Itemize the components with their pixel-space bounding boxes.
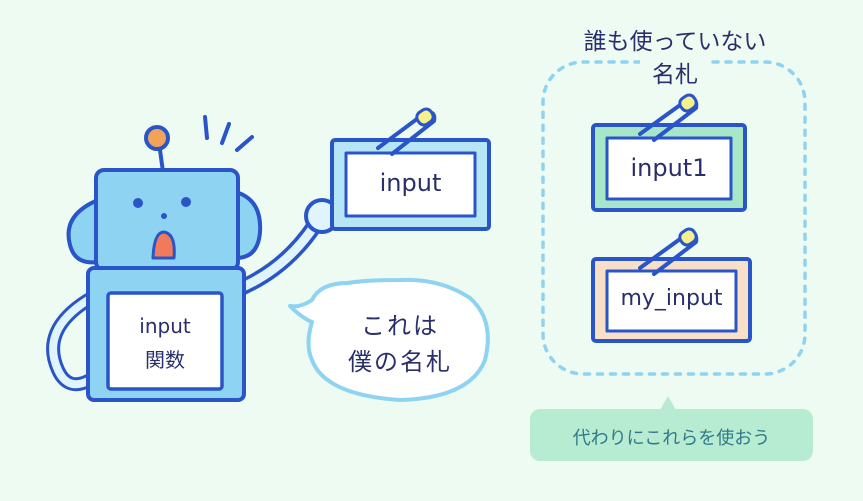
unused-tags-group — [541, 58, 807, 376]
hint-note-text: 代わりにこれらを使おう — [572, 428, 771, 449]
robot-right-eye — [181, 197, 191, 207]
held-tag-label: input — [379, 169, 442, 197]
paperclip-icon — [638, 227, 699, 276]
speech-bubble — [288, 277, 490, 402]
speech-bubble-line1: これは — [361, 312, 439, 340]
robot-left-ear — [66, 198, 100, 265]
robot — [46, 115, 340, 402]
name-tag-label-my-input: my_input — [620, 286, 723, 311]
excitement-mark-2 — [220, 122, 231, 145]
unused-group-title-line2: 名札 — [652, 62, 698, 88]
excitement-mark-1 — [203, 115, 209, 140]
robot-body-label-line1: input — [139, 314, 191, 338]
robot-body-label-plate — [106, 291, 224, 391]
robot-nose — [161, 213, 167, 219]
name-tag-input1 — [591, 93, 747, 212]
paperclip-icon — [638, 93, 699, 142]
hint-note — [530, 396, 813, 461]
name-tag-my-input — [591, 227, 752, 343]
robot-right-ear — [234, 190, 263, 260]
paperclip-icon — [376, 107, 437, 156]
robot-antenna-ball — [144, 125, 170, 151]
robot-mouth — [151, 230, 176, 260]
robot-left-eye — [133, 198, 143, 208]
unused-group-title-line1: 誰も使っていない — [583, 29, 767, 55]
held-name-tag — [330, 107, 491, 231]
speech-bubble-line2: 僕の名札 — [348, 348, 452, 376]
name-tag-label-input1: input1 — [630, 154, 708, 182]
robot-body-label-line2: 関数 — [145, 348, 185, 372]
excitement-mark-3 — [235, 135, 254, 152]
